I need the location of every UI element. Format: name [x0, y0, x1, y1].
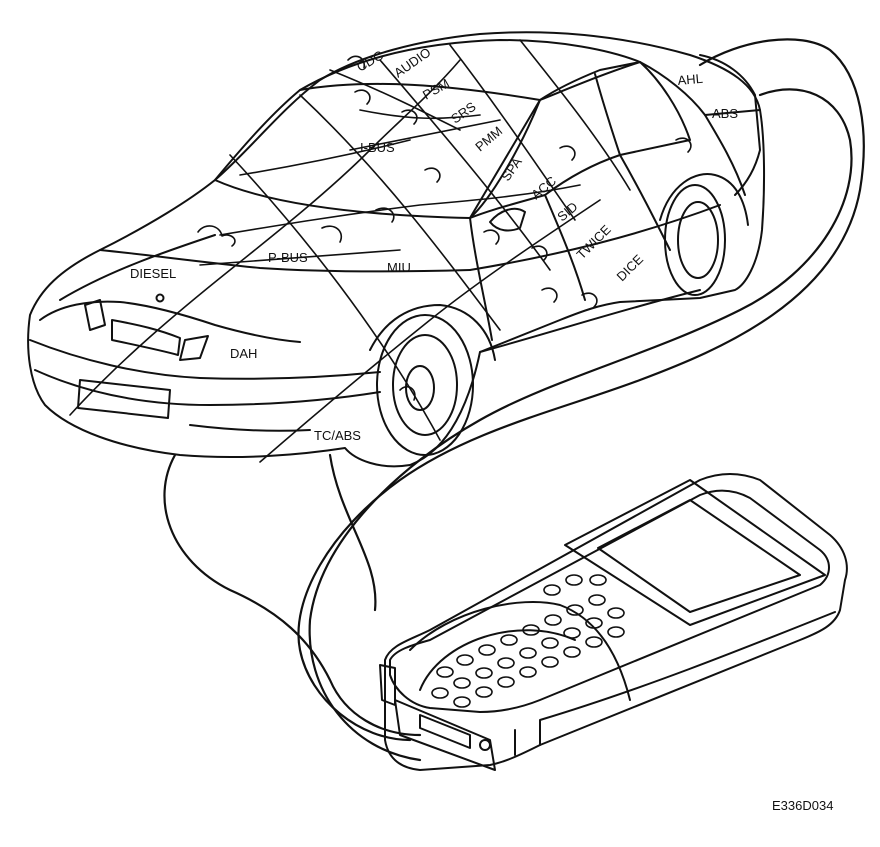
cables: [163, 38, 865, 762]
label-psm: PSM: [420, 76, 452, 103]
label-srs: SRS: [448, 99, 479, 127]
label-tcabs: TC/ABS: [314, 428, 361, 443]
label-pbus: P-BUS: [268, 250, 308, 265]
label-sid: SID: [554, 199, 580, 224]
label-abs: ABS: [712, 106, 738, 121]
label-ahl: AHL: [677, 71, 704, 88]
car-body: [27, 31, 766, 468]
label-spa: SPA: [498, 154, 525, 183]
label-ibus: I-BUS: [360, 140, 395, 155]
label-dice: DICE: [614, 251, 647, 284]
figure-code: E336D034: [772, 798, 833, 813]
label-miu: MIU: [387, 260, 411, 275]
label-pmm: PMM: [472, 123, 505, 154]
label-cdc: CDC: [354, 48, 386, 75]
network-lines: [69, 39, 692, 463]
diagnostic-tool: [379, 473, 848, 771]
label-dah: DAH: [230, 346, 257, 361]
label-diesel: DIESEL: [130, 266, 176, 281]
label-twice: TWICE: [574, 222, 614, 262]
